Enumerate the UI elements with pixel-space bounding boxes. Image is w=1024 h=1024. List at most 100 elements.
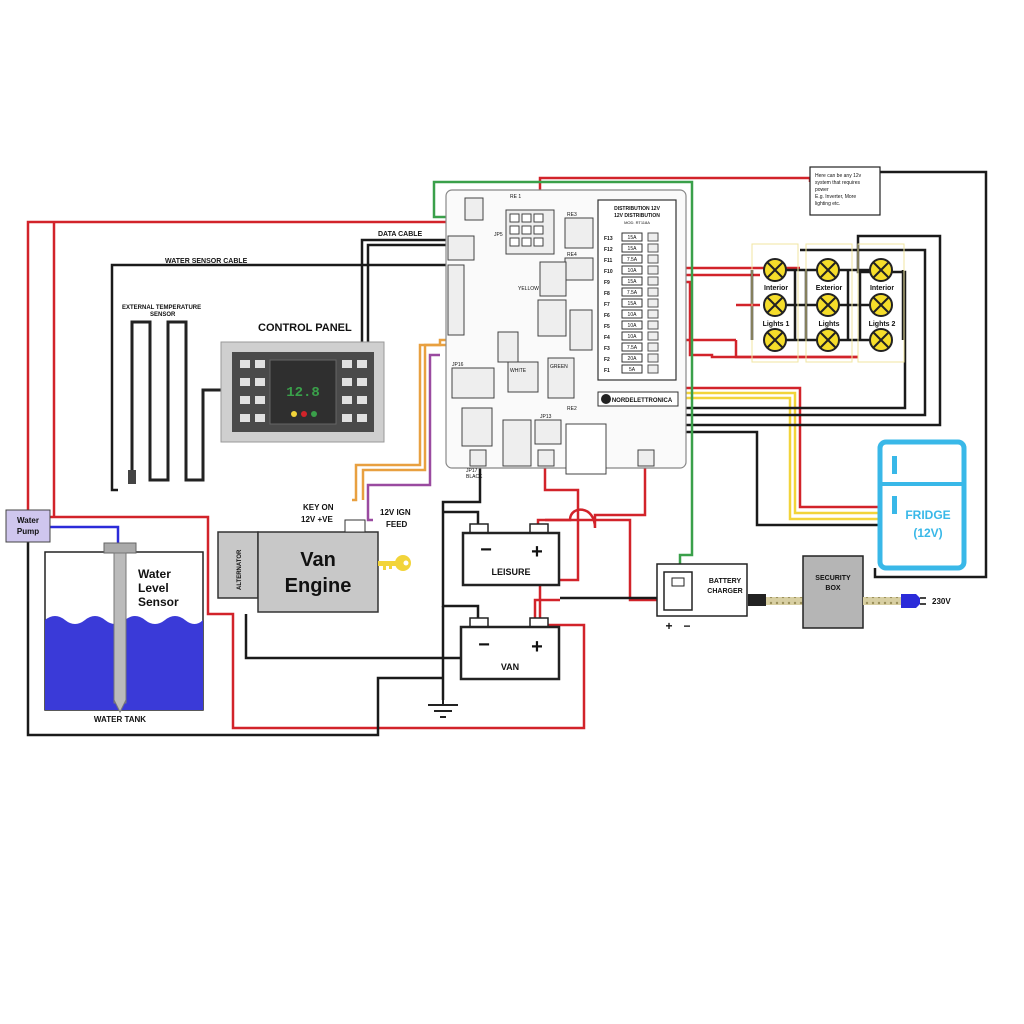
van-battery: − + VAN — [459, 617, 561, 681]
lamp-icon — [763, 293, 787, 317]
battery-charger-label-1: BATTERY — [709, 578, 742, 585]
fuse-name: F2 — [604, 357, 610, 363]
fuse-icon — [647, 331, 659, 341]
fuse-box — [621, 309, 643, 319]
fuse-box — [621, 353, 643, 363]
water-pump-label-1: Water — [17, 516, 39, 525]
distribution-title-1: DISTRIBUTION 12V — [614, 206, 661, 212]
lights-1-top: Interior — [764, 285, 788, 292]
charger-plus-label: + — [665, 619, 672, 633]
distribution-title-3: MOD. RT118A — [624, 220, 650, 225]
fuse-value: 5A — [629, 367, 636, 373]
fuse-icon — [647, 265, 659, 275]
lamp-icon — [869, 328, 893, 352]
mains-label: 230V — [932, 597, 951, 606]
fuse-box — [621, 276, 643, 286]
re2-label: RE2 — [567, 406, 577, 412]
fridge: FRIDGE (12V) — [877, 439, 967, 571]
lamp-icon — [869, 293, 893, 317]
fuse-icon — [647, 243, 659, 253]
note-line-3: power — [815, 187, 829, 193]
fuse-box — [621, 254, 643, 264]
fuse-icon — [647, 287, 659, 297]
leisure-battery: − + LEISURE — [461, 523, 561, 587]
control-panel: CONTROL PANEL 12.8 — [220, 322, 385, 443]
fuse-value: 10A — [628, 312, 638, 318]
fuse-name: F1 — [604, 368, 610, 374]
lights-group: Interior Lights 1 Exterior Lights Interi… — [751, 243, 905, 363]
ign-feed-label-2: FEED — [386, 520, 408, 529]
lamp-icon — [816, 258, 840, 282]
lamp-icon — [763, 258, 787, 282]
fuse-icon — [647, 309, 659, 319]
distribution-board: DISTRIBUTION 12V 12V DISTRIBUTION MOD. R… — [445, 189, 687, 480]
security-box-label-2: BOX — [825, 585, 841, 592]
fuse-value: 15A — [628, 301, 638, 307]
security-box: SECURITY BOX — [766, 555, 901, 629]
re3-label: RE3 — [567, 212, 577, 218]
fuse-box — [621, 298, 643, 308]
fuse-box — [621, 287, 643, 297]
van-engine-label-2: Engine — [285, 575, 352, 597]
lights-2-top: Exterior — [816, 285, 843, 292]
fuse-icon — [647, 342, 659, 352]
fuse-name: F8 — [604, 291, 610, 297]
lights-2-bottom: Lights — [819, 321, 840, 328]
fuse-icon — [647, 254, 659, 264]
key-on-label-2: 12V +VE — [301, 515, 333, 524]
fuse-value: 7.5A — [627, 345, 638, 351]
note-line-4: E.g. Inverter, More — [815, 194, 856, 200]
fuse-value: 7.5A — [627, 290, 638, 296]
van-engine: ALTERNATOR Van Engine KEY ON 12V +VE 12V… — [217, 503, 411, 613]
lights-1-bottom: Lights 1 — [763, 321, 790, 328]
fuse-name: F13 — [604, 236, 613, 242]
jp17-black-label: BLACK — [466, 474, 483, 480]
jp13-label: JP13 — [540, 414, 552, 420]
jp16-label: JP16 — [452, 362, 464, 368]
fuse-name: F7 — [604, 302, 610, 308]
fuse-name: F5 — [604, 324, 610, 330]
note-box — [809, 166, 881, 216]
svg-text:+: + — [531, 636, 543, 658]
charger-minus-label: − — [683, 619, 690, 633]
water-tank: Water Level Sensor WATER TANK — [44, 542, 204, 724]
fuse-value: 15A — [628, 279, 638, 285]
note-line-1: Here can be any 12v — [815, 173, 862, 179]
fridge-label-2: (12V) — [913, 526, 942, 540]
plug-icon — [901, 594, 926, 608]
fuse-value: 10A — [628, 323, 638, 329]
fuse-value: 15A — [628, 235, 638, 241]
van-label: VAN — [501, 662, 519, 672]
fuse-box — [621, 342, 643, 352]
ext-temp-label-2: SENSOR — [150, 312, 176, 318]
note-line-5: lighting etc. — [815, 201, 840, 207]
fuse-name: F6 — [604, 313, 610, 319]
white-label: WHITE — [510, 368, 527, 374]
fuse-name: F10 — [604, 269, 613, 275]
fuse-name: F4 — [604, 335, 610, 341]
lamp-icon — [763, 328, 787, 352]
ground-icon — [428, 700, 458, 718]
note-line-2: system that requires — [815, 180, 861, 186]
water-level-label-1: Water — [138, 567, 171, 581]
lights-3-bottom: Lights 2 — [869, 321, 896, 328]
fuse-name: F12 — [604, 247, 613, 253]
distribution-title-2: 12V DISTRIBUTION — [614, 213, 660, 219]
fuse-value: 10A — [628, 334, 638, 340]
temperature-sensor — [130, 320, 222, 482]
fuse-box — [621, 331, 643, 341]
water-tank-label: WATER TANK — [94, 715, 146, 724]
fuse-value: 10A — [628, 268, 638, 274]
fuse-box — [621, 320, 643, 330]
re4-label: RE4 — [567, 252, 577, 258]
leisure-label: LEISURE — [491, 567, 530, 577]
fuse-box — [621, 243, 643, 253]
key-icon — [378, 555, 411, 571]
yellow-label: YELLOW — [518, 286, 539, 292]
water-pump: Water Pump — [5, 509, 51, 543]
fuse-icon — [647, 232, 659, 242]
panel-display: 12.8 — [286, 385, 320, 401]
re1-label: RE 1 — [510, 194, 521, 200]
